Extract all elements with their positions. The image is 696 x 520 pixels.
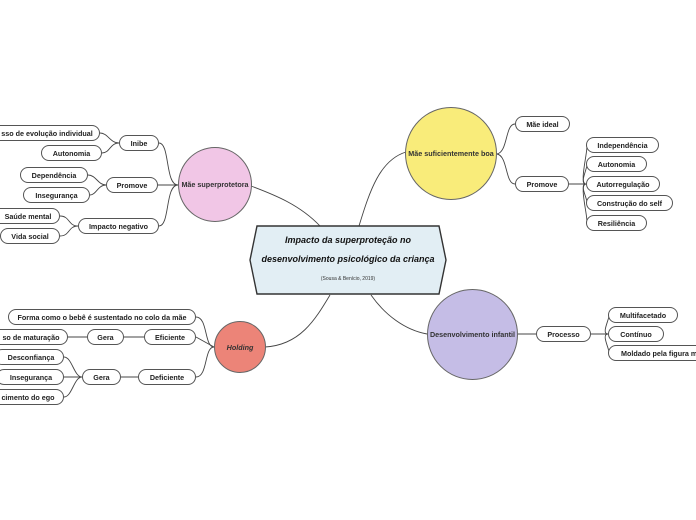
node-mae-superprotetora-label: Mãe superprotetora xyxy=(181,180,249,189)
node-impacto-negativo[interactable]: Impacto negativo xyxy=(78,218,159,234)
central-topic-shape xyxy=(249,225,447,295)
node-inibe[interactable]: Inibe xyxy=(119,135,159,151)
node-gera-deficiente[interactable]: Gera xyxy=(82,369,121,385)
node-inseguranca-superprotetora[interactable]: Insegurança xyxy=(23,187,90,203)
node-holding-label: Holding xyxy=(226,342,254,352)
node-mae-superprotetora[interactable]: Mãe superprotetora xyxy=(178,147,252,222)
node-superprotetora-promove[interactable]: Promove xyxy=(106,177,158,193)
node-desconfianca[interactable]: Desconfiança xyxy=(0,349,64,365)
node-eficiente[interactable]: Eficiente xyxy=(144,329,196,345)
node-mae-boa-promove[interactable]: Promove xyxy=(515,176,569,192)
node-resiliencia[interactable]: Resiliência xyxy=(586,215,647,231)
node-multifacetado[interactable]: Multifacetado xyxy=(608,307,678,323)
node-construcao-do-self[interactable]: Construção do self xyxy=(586,195,673,211)
node-forma-sustentado-colo[interactable]: Forma como o bebê é sustentado no colo d… xyxy=(8,309,196,325)
central-topic[interactable]: Impacto da superproteção no desenvolvime… xyxy=(249,225,447,295)
node-independencia[interactable]: Independência xyxy=(586,137,659,153)
node-processo-maturacao[interactable]: so de maturação xyxy=(0,329,68,345)
node-mae-suficientemente-boa[interactable]: Mãe suficientemente boa xyxy=(405,107,497,200)
node-processo-evolucao-individual[interactable]: sso de evolução individual xyxy=(0,125,100,141)
node-desenvolvimento-infantil[interactable]: Desenvolvimento infantil xyxy=(427,289,518,380)
central-title-line2: desenvolvimento psicológico da criança xyxy=(261,254,435,264)
node-desenvolvimento-infantil-label: Desenvolvimento infantil xyxy=(429,330,516,339)
node-autonomia-boa[interactable]: Autonomia xyxy=(586,156,647,172)
node-moldado-pela-figura[interactable]: Moldado pela figura ma xyxy=(608,345,696,361)
node-mae-suficientemente-boa-label: Mãe suficientemente boa xyxy=(408,149,494,158)
central-citation: (Sousa & Benício, 2019) xyxy=(320,276,376,282)
node-enfraquecimento-ego[interactable]: cimento do ego xyxy=(0,389,64,405)
node-mae-ideal[interactable]: Mãe ideal xyxy=(515,116,570,132)
node-holding[interactable]: Holding xyxy=(214,321,266,373)
node-gera-eficiente[interactable]: Gera xyxy=(87,329,124,345)
node-inseguranca-holding[interactable]: Insegurança xyxy=(0,369,64,385)
central-title-line1: Impacto da superproteção no xyxy=(284,235,412,245)
node-autorregulacao[interactable]: Autorregulação xyxy=(586,176,660,192)
node-processo[interactable]: Processo xyxy=(536,326,591,342)
node-autonomia-inibida[interactable]: Autonomia xyxy=(41,145,102,161)
node-vida-social[interactable]: Vida social xyxy=(0,228,60,244)
node-deficiente[interactable]: Deficiente xyxy=(138,369,196,385)
node-dependencia[interactable]: Dependência xyxy=(20,167,88,183)
node-saude-mental[interactable]: Saúde mental xyxy=(0,208,60,224)
node-continuo[interactable]: Contínuo xyxy=(608,326,664,342)
